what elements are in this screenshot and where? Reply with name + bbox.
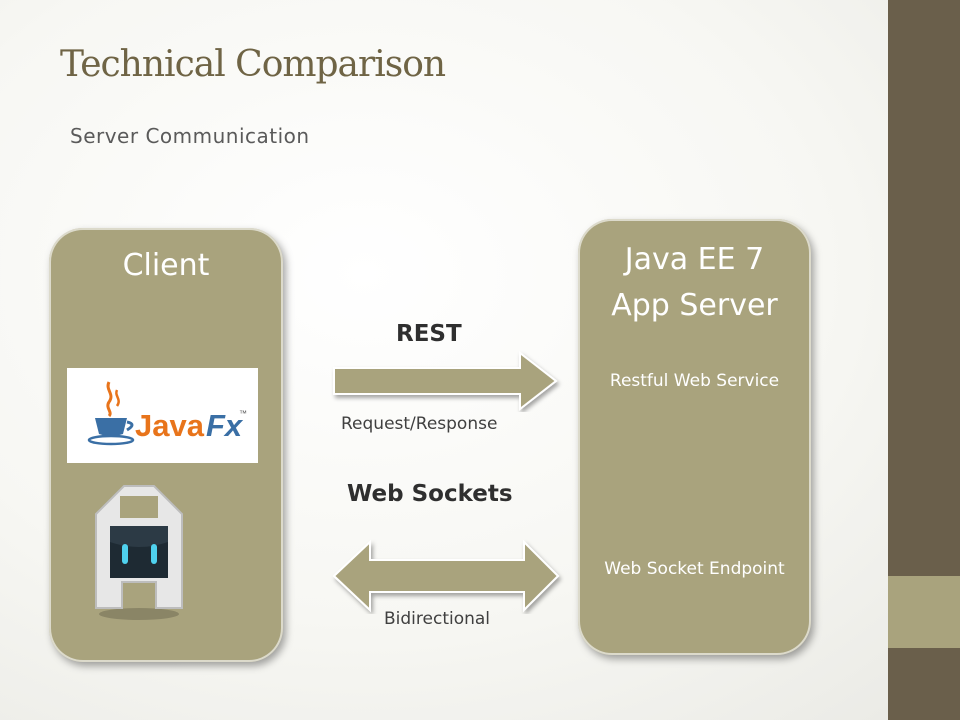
right-arrow-icon <box>333 350 558 412</box>
slide-title: Technical Comparison <box>60 44 446 85</box>
svg-text:Fx: Fx <box>206 408 244 443</box>
server-title: Java EE 7 App Server <box>578 237 811 329</box>
javafx-logo: Java Fx ™ <box>67 368 258 463</box>
websocket-endpoint-label: Web Socket Endpoint <box>604 559 785 579</box>
svg-text:™: ™ <box>239 409 247 418</box>
cordova-logo <box>84 482 194 622</box>
sidebar-accent <box>888 576 960 648</box>
client-label: Client <box>122 248 210 283</box>
request-response-label: Request/Response <box>341 414 498 434</box>
double-arrow-icon <box>332 539 560 613</box>
websockets-label: Web Sockets <box>347 481 513 507</box>
server-title-line1: Java EE 7 <box>624 242 765 277</box>
bidirectional-label: Bidirectional <box>384 609 491 629</box>
server-title-line2: App Server <box>611 288 778 323</box>
svg-text:Java: Java <box>135 408 205 443</box>
restful-service-label: Restful Web Service <box>609 371 780 391</box>
server-panel: Java EE 7 App Server Restful Web Service… <box>578 219 811 655</box>
slide-subtitle: Server Communication <box>70 124 310 148</box>
rest-label: REST <box>396 321 462 347</box>
